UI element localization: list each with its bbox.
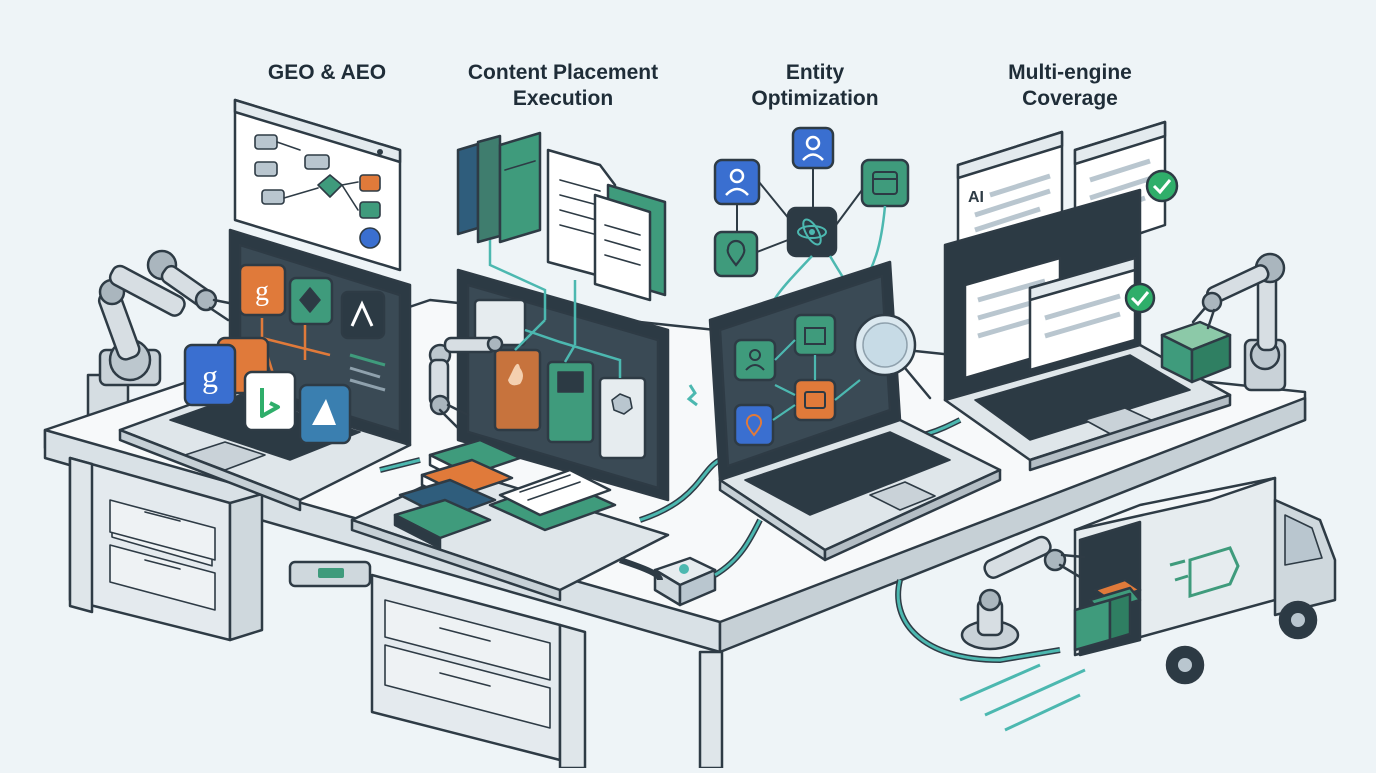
robot-arm-icon [428,335,504,430]
svg-text:g: g [202,358,218,394]
station-multi-engine: AI [943,120,1287,472]
robot-arm-icon [1191,252,1287,392]
book-stack-icon [393,438,617,550]
svg-text:g: g [255,276,269,307]
bing-icon [243,370,297,432]
google-icon: g [238,263,287,317]
laptop-geo: g [118,228,412,512]
document-icon [546,148,667,302]
location-pin-icon [713,230,759,278]
book-stack-icon [456,131,542,244]
station-title-geo-aeo: GEO & AEO [267,61,387,84]
checkmark-icon [1145,169,1179,203]
robot-arm-icon [97,249,236,387]
station-entity-optimization [708,126,1002,562]
delivery-truck-icon [959,476,1337,732]
atom-hub-icon [786,206,838,258]
checkmark-icon [1124,282,1156,314]
calendar-icon [860,158,910,208]
station-geo-aeo: g g [97,98,412,512]
user-entity-icon [713,126,835,206]
svg-text:AI: AI [968,189,984,206]
magnifier-icon [853,313,932,400]
package-icon [1160,320,1232,384]
robot-arm-icon [895,535,1086,664]
station-content-placement [350,131,717,607]
flowchart-icon [233,98,402,272]
google-icon: g [183,343,237,407]
